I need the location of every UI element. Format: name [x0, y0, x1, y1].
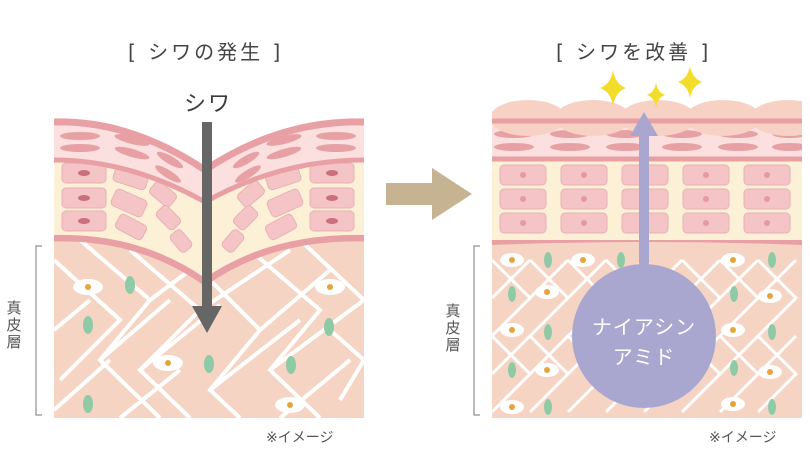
dermis-layer-label-right: 真皮層: [445, 302, 461, 354]
niacinamide-circle: [572, 264, 716, 408]
fibroblasts-left: [73, 279, 345, 413]
transition-arrow-right: [386, 168, 472, 220]
sparkle-icons: [600, 66, 702, 108]
wrinkle-label: シワ: [184, 92, 233, 117]
dermis-bracket-right: [473, 245, 480, 416]
improvement-arrow-up: [630, 112, 658, 270]
image-note-right: ※イメージ: [709, 430, 777, 446]
fibroblasts-right: [500, 253, 782, 414]
epidermis-cells-left: [60, 132, 356, 183]
elastin-fibers-right: [508, 252, 776, 415]
dermis-bracket-left: [35, 245, 42, 416]
sparkle-icon: [678, 66, 702, 98]
panel-title-wrinkle-improvement: [ シワを改善 ]: [556, 40, 712, 64]
cell-nuclei-left: [78, 170, 338, 224]
panel-title-wrinkle-formation: [ シワの発生 ]: [128, 40, 284, 64]
ingredient-label: ナイアシン アミド: [574, 312, 714, 372]
dermis-layer-label-left: 真皮層: [6, 299, 22, 351]
image-note-left: ※イメージ: [266, 430, 334, 446]
cells-left: [61, 162, 355, 253]
wrinkle-arrow-down: [192, 122, 222, 333]
sparkle-icon: [647, 82, 665, 108]
skin-surface-bumps: [492, 100, 802, 136]
ingredient-label-line1: ナイアシン: [591, 315, 697, 339]
sparkle-icon: [600, 70, 626, 106]
elastin-fibers-left: [83, 276, 334, 413]
ingredient-label-line2: アミド: [612, 345, 676, 369]
